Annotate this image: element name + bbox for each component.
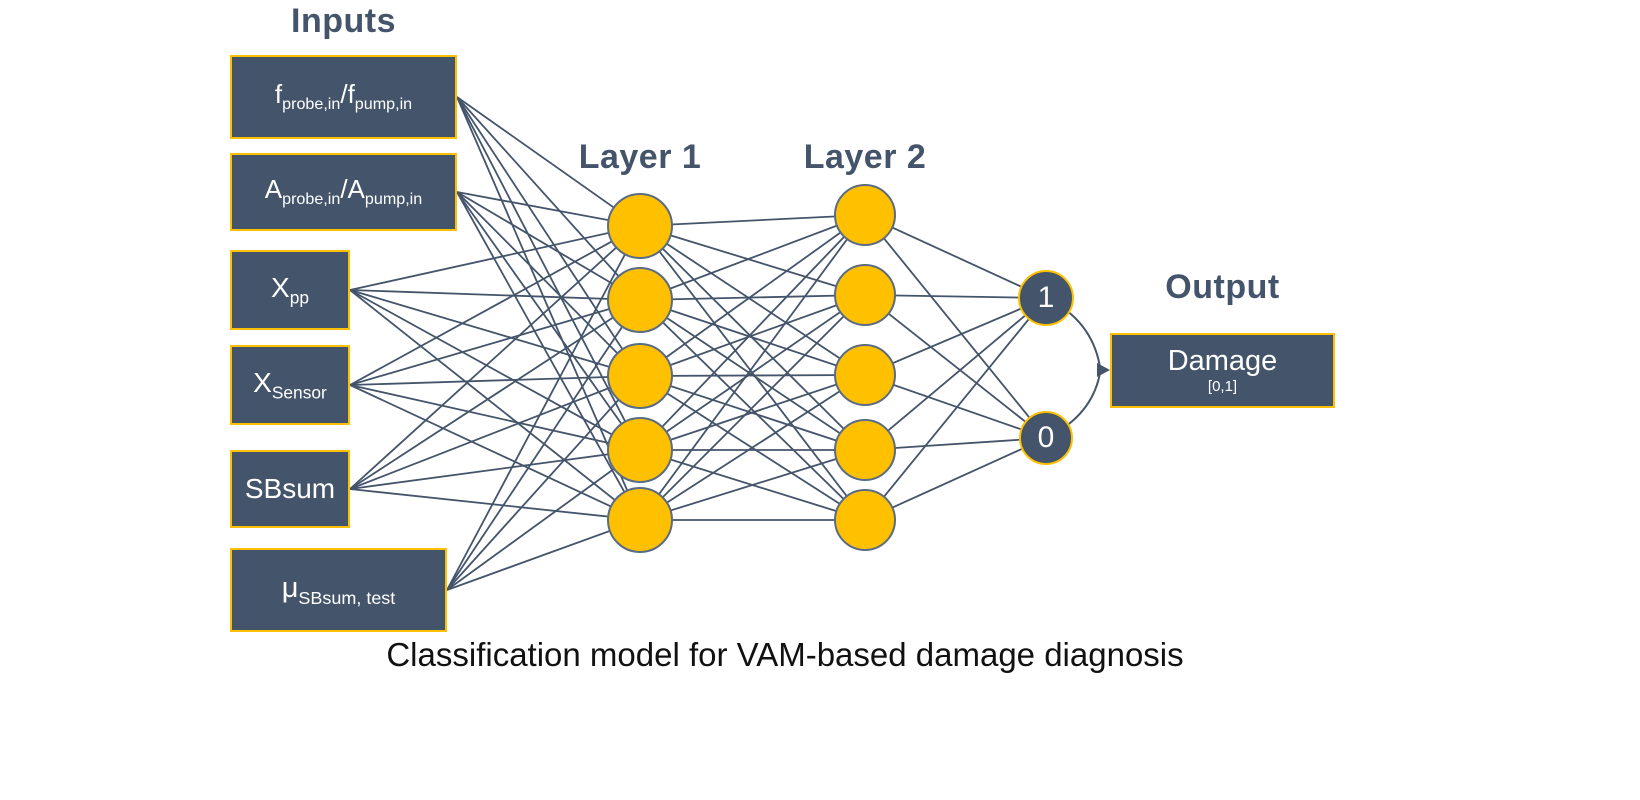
wire — [639, 214, 866, 377]
wire — [864, 214, 1047, 439]
figure-caption: Classification model for VAM-based damag… — [386, 636, 1184, 673]
damage-range-label: [0,1] — [1207, 377, 1238, 395]
wire — [456, 191, 641, 521]
wire — [349, 289, 641, 451]
layer2-node — [834, 419, 896, 481]
damage-result-box: Damage [0,1] — [1110, 333, 1335, 408]
wire — [349, 384, 641, 521]
input-box-x-pp: Xpp — [230, 250, 350, 330]
layer2-title: Layer 2 — [803, 138, 927, 176]
wire — [864, 374, 1047, 439]
wire — [639, 449, 866, 521]
wire — [639, 214, 866, 227]
wire — [349, 225, 641, 291]
input-label-sbsum: SBsum — [244, 473, 336, 505]
wire — [639, 374, 866, 377]
layer2-node — [834, 184, 896, 246]
wire — [456, 96, 641, 301]
input-box-a-ratio: Aprobe,in/Apump,in — [230, 153, 457, 231]
inputs-title: Inputs — [291, 2, 396, 40]
layer1-title: Layer 1 — [578, 138, 702, 176]
layer1-node — [607, 343, 673, 409]
input-box-sbsum: SBsum — [230, 450, 350, 528]
wire — [456, 96, 641, 377]
layer2-node — [834, 264, 896, 326]
input-box-f-ratio: fprobe,in/fpump,in — [230, 55, 457, 139]
wire — [456, 96, 641, 227]
output-node-1-label: 1 — [1037, 281, 1055, 314]
wire — [639, 294, 866, 521]
layer1-node — [607, 193, 673, 259]
wire — [864, 297, 1047, 376]
wire — [639, 225, 866, 296]
wire — [349, 299, 641, 490]
wire — [349, 375, 641, 386]
wire — [864, 214, 1047, 299]
layer1-node — [607, 487, 673, 553]
layer2-node — [834, 489, 896, 551]
wire — [639, 374, 866, 521]
wire — [864, 297, 1047, 521]
wire — [639, 294, 866, 451]
input-label-a-ratio: Aprobe,in/Apump,in — [264, 173, 423, 209]
wire — [446, 449, 641, 591]
wire — [349, 375, 641, 490]
wire — [639, 214, 866, 521]
wire — [456, 96, 641, 451]
wire — [349, 299, 641, 386]
input-box-mu-sbsum: μSBsum, test — [230, 548, 447, 632]
wire — [349, 289, 641, 301]
input-box-x-sensor: XSensor — [230, 345, 350, 425]
input-label-x-pp: Xpp — [271, 272, 309, 308]
wire — [864, 297, 1047, 451]
input-label-mu-sbsum: μSBsum, test — [281, 571, 396, 608]
wire — [639, 374, 866, 451]
wire — [349, 225, 641, 386]
layer1-node — [607, 417, 673, 483]
wire — [446, 299, 641, 591]
output-node-0: 0 — [1019, 411, 1073, 465]
wire — [864, 437, 1047, 521]
wire — [349, 225, 641, 490]
wire — [446, 375, 641, 591]
wire — [639, 214, 866, 301]
damage-label: Damage — [1167, 345, 1278, 378]
arrowhead-icon — [1097, 363, 1110, 377]
layer2-node — [834, 344, 896, 406]
wire — [349, 449, 641, 490]
wire — [639, 294, 866, 301]
wire — [456, 191, 641, 451]
wire — [349, 289, 641, 521]
wire — [639, 225, 866, 376]
wire — [639, 299, 866, 376]
wire — [639, 214, 866, 451]
wire — [639, 299, 866, 521]
input-label-x-sensor: XSensor — [253, 367, 327, 403]
output-title: Output — [1165, 268, 1280, 306]
layer1-node — [607, 267, 673, 333]
wire — [639, 294, 866, 377]
output-node-0-label: 0 — [1037, 421, 1055, 454]
wire — [446, 519, 641, 591]
wire — [349, 488, 641, 521]
input-label-f-ratio: fprobe,in/fpump,in — [274, 78, 413, 114]
wire — [864, 294, 1047, 439]
output-node-1: 1 — [1018, 270, 1074, 326]
wire — [446, 225, 641, 591]
wire — [349, 289, 641, 377]
wire — [349, 384, 641, 451]
